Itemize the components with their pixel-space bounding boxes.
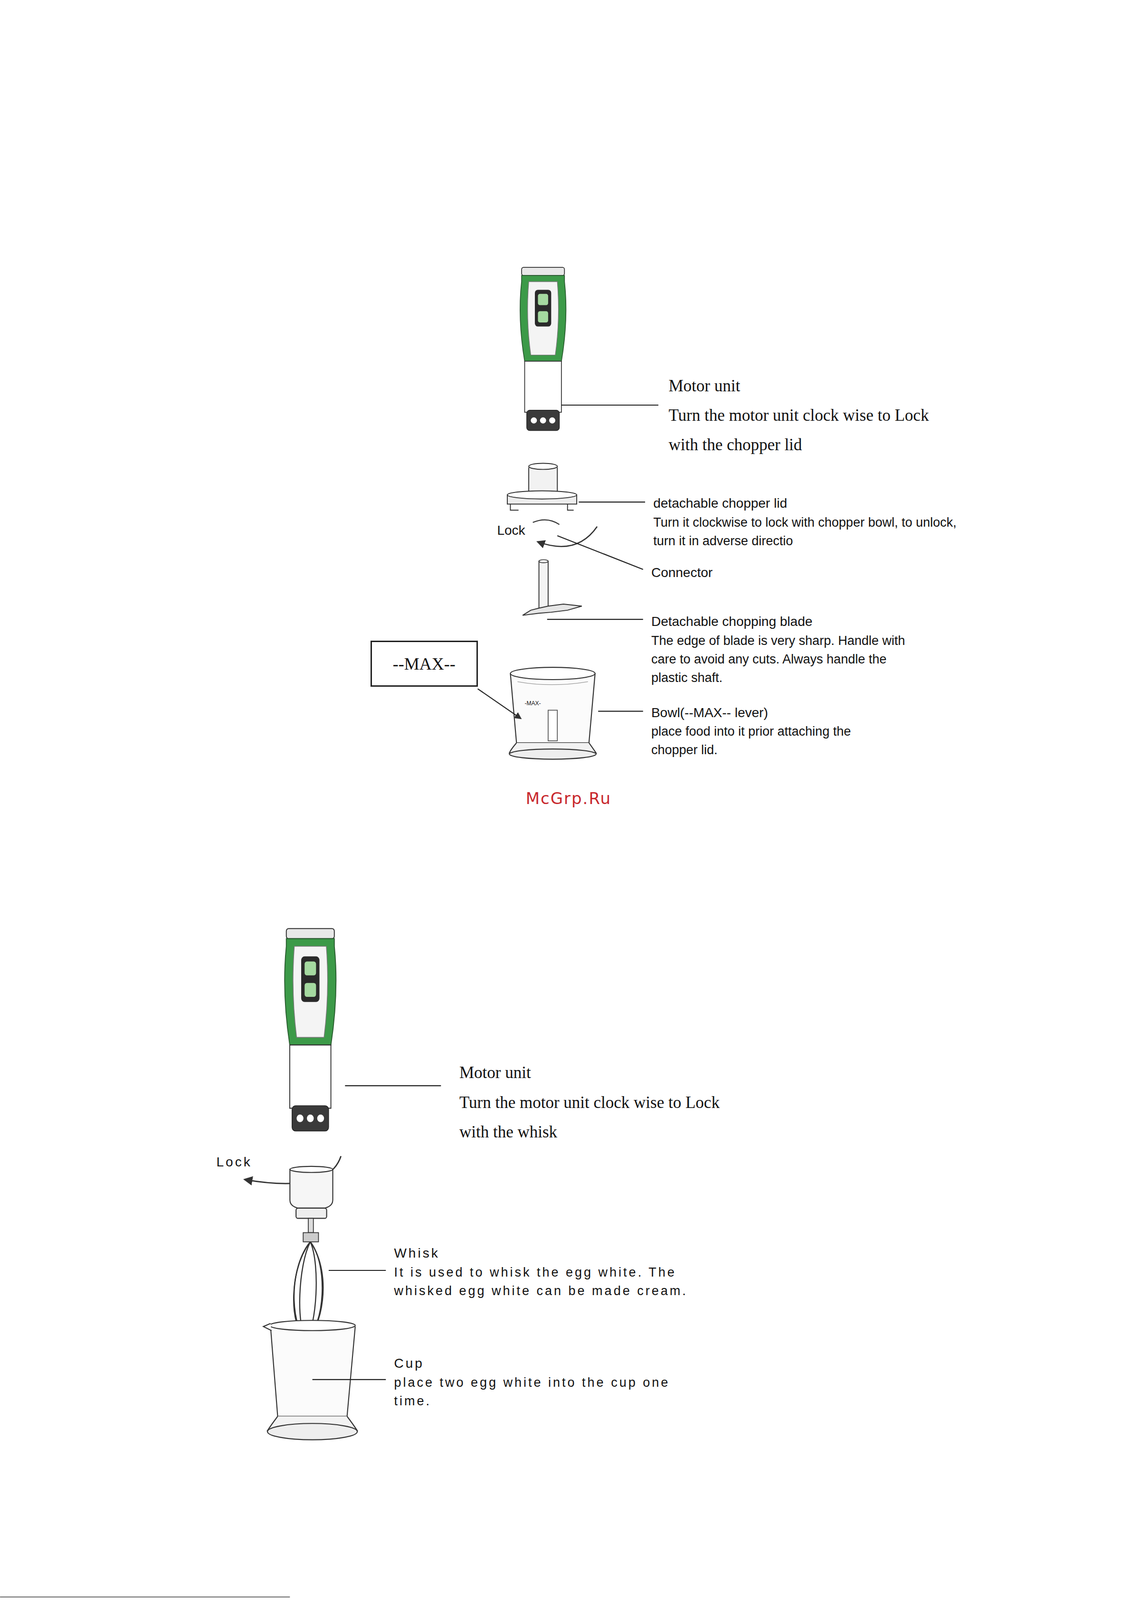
cup <box>267 1423 358 1440</box>
chopping-blade <box>522 560 582 616</box>
motor-unit <box>292 1105 329 1132</box>
instruction-text: Turn it clockwise to lock with chopper b… <box>653 513 965 551</box>
part-name: Motor unit <box>668 371 741 401</box>
motor-unit <box>317 1114 324 1123</box>
whisk-coupler <box>303 1233 319 1243</box>
page-rule <box>0 1597 290 1599</box>
instruction-text: place food into it prior attaching the c… <box>651 722 897 760</box>
whisk-coupler <box>289 1166 333 1173</box>
lock-label: Lock <box>496 522 525 539</box>
motor-unit <box>306 1114 314 1123</box>
bowl <box>548 710 558 741</box>
chopping-blade <box>539 560 549 563</box>
lock-arrow <box>532 520 560 525</box>
motor-unit <box>537 311 548 323</box>
whisk-coupler <box>289 1169 333 1209</box>
motor-unit <box>284 939 336 1046</box>
motor-unit <box>537 294 548 306</box>
bowl <box>509 749 597 760</box>
motor-unit <box>540 417 547 424</box>
motor-unit <box>520 275 566 362</box>
chopper-lid <box>507 490 577 499</box>
callout-text: --MAX-- <box>392 654 456 675</box>
leader-line <box>557 535 643 570</box>
leader-line <box>561 404 659 406</box>
whisk-coupler <box>289 1166 333 1243</box>
part-name: Detachable chopping blade <box>651 612 813 631</box>
watermark: McGrp.Ru <box>525 789 612 809</box>
whisk-coupler <box>295 1208 327 1219</box>
part-name: detachable chopper lid <box>653 494 788 513</box>
motor-unit <box>520 267 566 431</box>
motor-unit <box>527 281 559 356</box>
leader-line <box>312 1379 387 1381</box>
instruction-text: Turn the motor unit clock wise to Lock w… <box>459 1088 723 1148</box>
instruction-text: Turn the motor unit clock wise to Lock w… <box>668 400 932 460</box>
motor-unit <box>304 961 316 976</box>
motor-unit <box>521 267 565 276</box>
leader-line <box>598 710 644 712</box>
part-name: Connector <box>651 563 713 582</box>
leader-line <box>344 1085 441 1087</box>
motor-unit <box>534 289 552 327</box>
motor-unit <box>286 928 335 939</box>
chopping-blade <box>539 561 549 611</box>
cup <box>269 1320 355 1331</box>
motor-unit <box>304 983 316 998</box>
motor-unit <box>549 417 556 424</box>
leader-line <box>547 618 644 620</box>
chopper-lid <box>510 504 574 511</box>
max-mark: -MAX- <box>524 700 541 707</box>
motor-unit <box>526 410 560 431</box>
motor-unit <box>293 946 328 1038</box>
instruction-text: It is used to whisk the egg white. The w… <box>393 1263 701 1301</box>
whisk-coupler <box>308 1218 314 1233</box>
leader-arrow <box>477 688 521 719</box>
motor-unit <box>530 417 537 424</box>
bowl <box>510 667 595 680</box>
cup <box>263 1323 272 1332</box>
bowl <box>510 673 595 743</box>
motor-unit <box>524 361 562 413</box>
bowl <box>517 681 588 685</box>
part-name: Motor unit <box>459 1058 532 1088</box>
bowl <box>509 667 597 760</box>
motor-unit <box>284 928 336 1132</box>
chopper-lid <box>528 463 558 470</box>
cup <box>270 1326 355 1417</box>
lock-arrow <box>537 526 598 547</box>
leader-line <box>328 1270 386 1272</box>
part-name: Bowl(--MAX-- lever) <box>651 703 769 723</box>
chopper-lid <box>507 463 577 511</box>
callout-box: --MAX-- <box>370 640 478 687</box>
part-name: Whisk <box>393 1244 440 1263</box>
motor-unit <box>296 1114 304 1123</box>
part-name: Cup <box>393 1354 424 1373</box>
instruction-text: place two egg white into the cup one tim… <box>393 1373 701 1411</box>
motor-unit <box>301 956 320 1003</box>
chopping-blade <box>522 604 582 616</box>
warning-text: The edge of blade is very sharp. Handle … <box>651 631 919 688</box>
leader-line <box>578 501 646 503</box>
motor-unit <box>289 1045 332 1109</box>
lock-label: Lock <box>216 1154 253 1171</box>
